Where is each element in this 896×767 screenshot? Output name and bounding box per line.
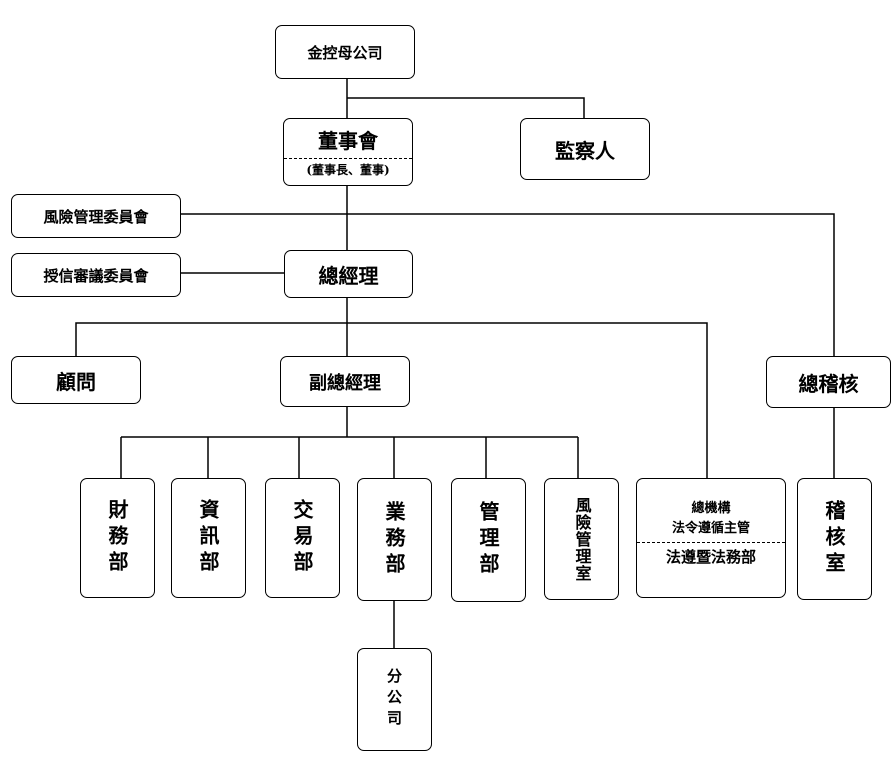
board-box: 董事會 (董事長、董事) bbox=[283, 118, 413, 186]
supervisor-label: 監察人 bbox=[555, 138, 615, 163]
audit-office-label: 稽核室 bbox=[822, 500, 846, 578]
deputy-gm-label: 副總經理 bbox=[309, 372, 381, 394]
branch-label: 分公司 bbox=[385, 668, 403, 731]
management-dept-box: 管理部 bbox=[451, 478, 526, 602]
compliance-divider bbox=[637, 541, 785, 543]
audit-office-box: 稽核室 bbox=[797, 478, 872, 600]
advisor-box: 顧問 bbox=[11, 356, 141, 404]
board-label: 董事會 bbox=[284, 124, 412, 159]
chief-auditor-box: 總稽核 bbox=[766, 356, 891, 408]
it-dept-box: 資訊部 bbox=[171, 478, 246, 598]
holding-company-label: 金控母公司 bbox=[307, 43, 383, 62]
finance-dept-box: 財務部 bbox=[80, 478, 155, 598]
gm-label: 總經理 bbox=[318, 263, 379, 288]
credit-committee-label: 授信審議委員會 bbox=[43, 266, 149, 285]
risk-committee-label: 風險管理委員會 bbox=[43, 207, 149, 226]
gm-box: 總經理 bbox=[284, 250, 413, 298]
board-sub-label: (董事長、董事) bbox=[306, 162, 390, 177]
credit-committee-box: 授信審議委員會 bbox=[11, 253, 181, 297]
trading-dept-label: 交易部 bbox=[290, 499, 314, 577]
risk-committee-box: 風險管理委員會 bbox=[11, 194, 181, 238]
supervisor-box: 監察人 bbox=[520, 118, 650, 180]
finance-dept-label: 財務部 bbox=[105, 499, 129, 577]
compliance-top-label: 總機構 bbox=[691, 501, 731, 516]
business-dept-label: 業務部 bbox=[382, 500, 406, 579]
branch-box: 分公司 bbox=[357, 648, 432, 751]
management-dept-label: 管理部 bbox=[476, 501, 500, 579]
risk-office-box: 風險管理室 bbox=[544, 478, 619, 600]
advisor-label: 顧問 bbox=[56, 369, 96, 394]
compliance-dept-box: 總機構 法令遵循主管 法遵暨法務部 bbox=[636, 478, 786, 598]
compliance-mid-label: 法令遵循主管 bbox=[671, 521, 750, 536]
compliance-bot-label: 法遵暨法務部 bbox=[665, 548, 756, 566]
trading-dept-box: 交易部 bbox=[265, 478, 340, 598]
business-dept-box: 業務部 bbox=[357, 478, 432, 601]
it-dept-label: 資訊部 bbox=[196, 499, 220, 577]
deputy-gm-box: 副總經理 bbox=[280, 356, 410, 407]
risk-office-label: 風險管理室 bbox=[572, 496, 592, 582]
chief-auditor-label: 總稽核 bbox=[798, 371, 859, 396]
holding-company-box: 金控母公司 bbox=[275, 25, 415, 79]
